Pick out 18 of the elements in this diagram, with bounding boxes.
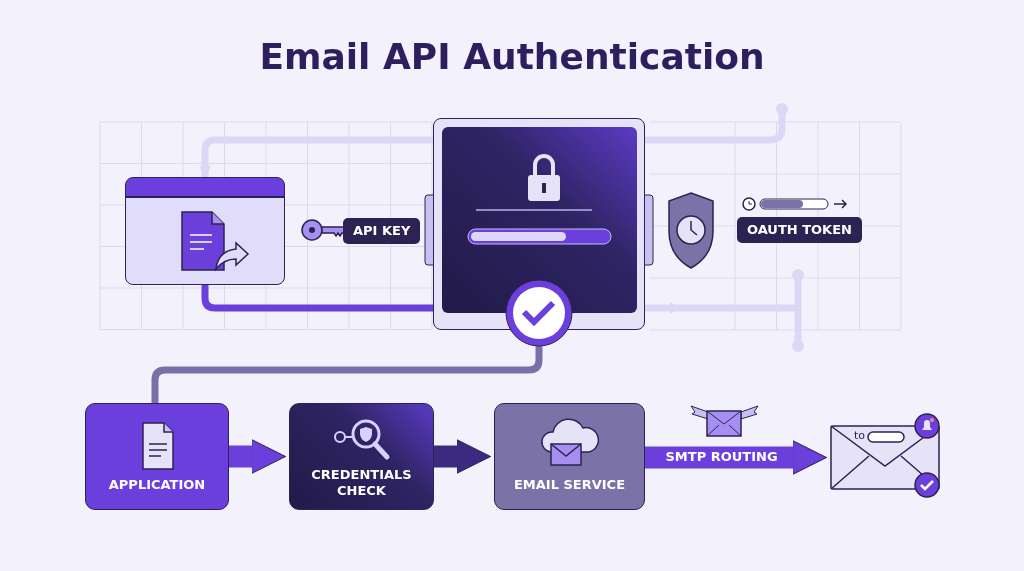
app-window — [125, 177, 285, 285]
connector-line — [199, 136, 433, 179]
box-label: APPLICATION — [107, 477, 207, 493]
box-label: CREDENTIALS CHECK — [310, 467, 413, 499]
tag-label: API KEY — [343, 218, 421, 244]
tag-label: OAUTH TOKEN — [737, 217, 862, 243]
auth-panel — [433, 118, 645, 330]
box-label: EMAIL SERVICE — [512, 477, 627, 493]
email-service-box — [494, 403, 645, 510]
block-arrow — [645, 440, 828, 475]
connector-line — [201, 285, 433, 312]
edge-label: SMTP ROUTING — [665, 448, 776, 464]
block-arrow — [229, 439, 287, 474]
credentials-check-box — [289, 403, 434, 510]
to-label: to — [854, 429, 866, 442]
block-arrow — [434, 439, 492, 474]
title: Email API Authentication — [258, 36, 766, 77]
application-box — [85, 403, 229, 510]
